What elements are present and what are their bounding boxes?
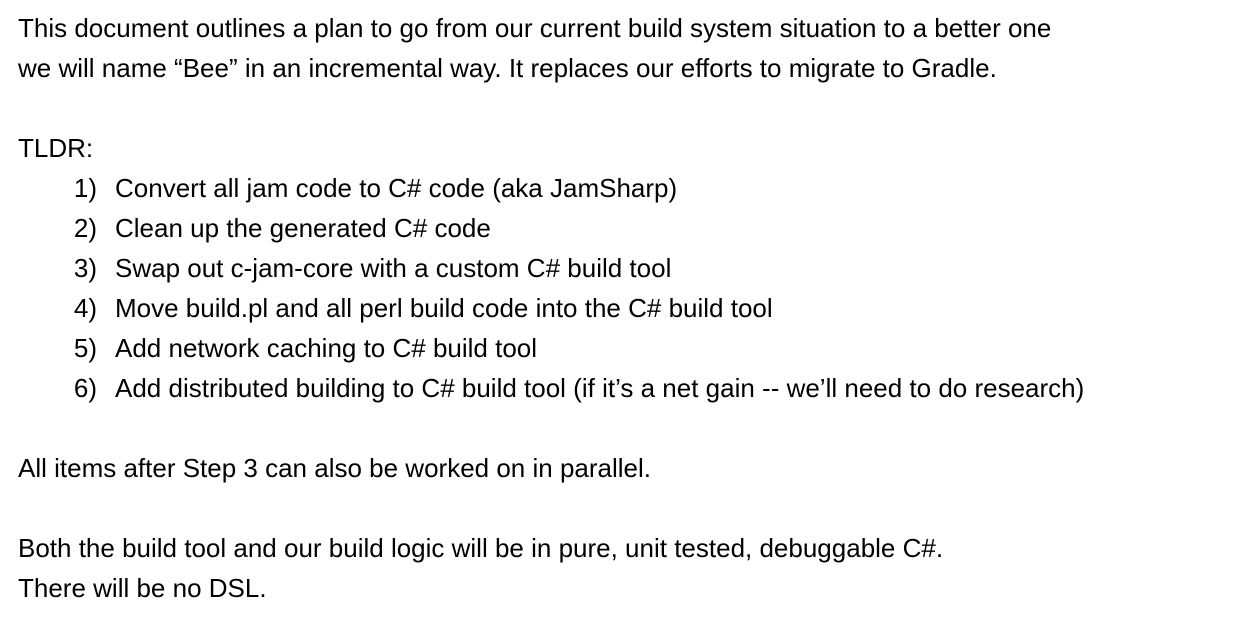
list-item-number: 2) [73, 213, 97, 243]
list-item-text: Swap out c-jam-core with a custom C# bui… [115, 253, 672, 283]
list-item-number: 1) [73, 173, 97, 203]
paragraph-gap [18, 88, 1234, 128]
closing-line-1: Both the build tool and our build logic … [18, 533, 944, 563]
list-item: 2) Clean up the generated C# code [18, 208, 1234, 248]
list-item: 5) Add network caching to C# build tool [18, 328, 1234, 368]
list-item: 6) Add distributed building to C# build … [18, 368, 1234, 408]
list-item-text: Add distributed building to C# build too… [115, 373, 1085, 403]
list-item: 4) Move build.pl and all perl build code… [18, 288, 1234, 328]
paragraph-gap [18, 488, 1234, 528]
list-item: 3) Swap out c-jam-core with a custom C# … [18, 248, 1234, 288]
list-item-number: 6) [73, 373, 97, 403]
list-item-number: 5) [73, 333, 97, 363]
list-item-text: Add network caching to C# build tool [115, 333, 538, 363]
list-item-text: Convert all jam code to C# code (aka Jam… [115, 173, 678, 203]
list-item-text: Clean up the generated C# code [115, 213, 491, 243]
list-item-number: 3) [73, 253, 97, 283]
tldr-list: 1) Convert all jam code to C# code (aka … [18, 168, 1234, 408]
parallel-note: All items after Step 3 can also be worke… [18, 453, 652, 483]
tldr-label: TLDR: [18, 133, 94, 163]
intro-line-1: This document outlines a plan to go from… [18, 13, 1052, 43]
closing-line-2: There will be no DSL. [18, 573, 267, 603]
list-item-number: 4) [73, 293, 97, 323]
list-item-text: Move build.pl and all perl build code in… [115, 293, 773, 323]
list-item: 1) Convert all jam code to C# code (aka … [18, 168, 1234, 208]
intro-line-2: we will name “Bee” in an incremental way… [18, 53, 997, 83]
paragraph-gap [18, 408, 1234, 448]
